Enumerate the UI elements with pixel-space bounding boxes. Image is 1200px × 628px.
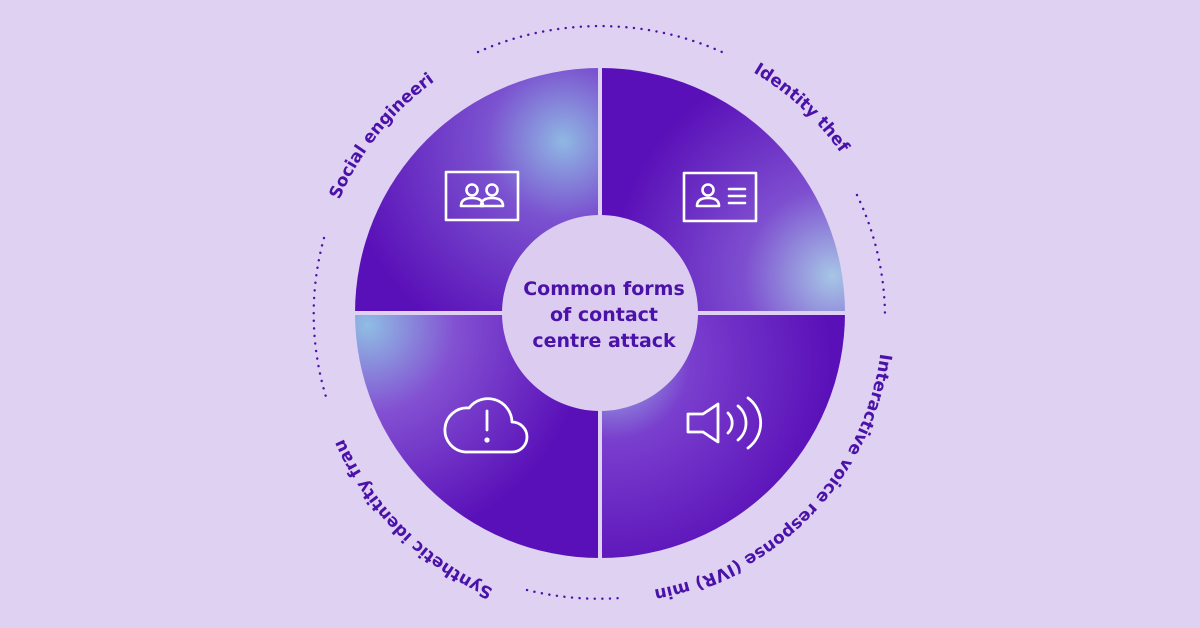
id-card-icon xyxy=(682,171,758,223)
dotted-arc-left xyxy=(312,236,329,402)
label-social-engineering: Social engineering xyxy=(0,0,438,202)
center-label-line-2: of contact xyxy=(550,304,658,326)
dotted-arcs xyxy=(312,24,887,600)
dotted-arc-top xyxy=(476,24,724,54)
center-label-line-3: centre attack xyxy=(532,330,676,352)
cloud-alert-icon xyxy=(443,397,529,454)
people-card-icon xyxy=(444,170,520,222)
dotted-arc-bottom xyxy=(525,588,622,600)
dotted-arc-right xyxy=(855,193,887,322)
center-label: Common forms of contact centre attack xyxy=(523,278,685,352)
center-label-line-1: Common forms xyxy=(523,278,685,300)
speaker-icon xyxy=(686,396,762,450)
center-circle xyxy=(502,215,698,411)
wheel xyxy=(347,60,853,566)
